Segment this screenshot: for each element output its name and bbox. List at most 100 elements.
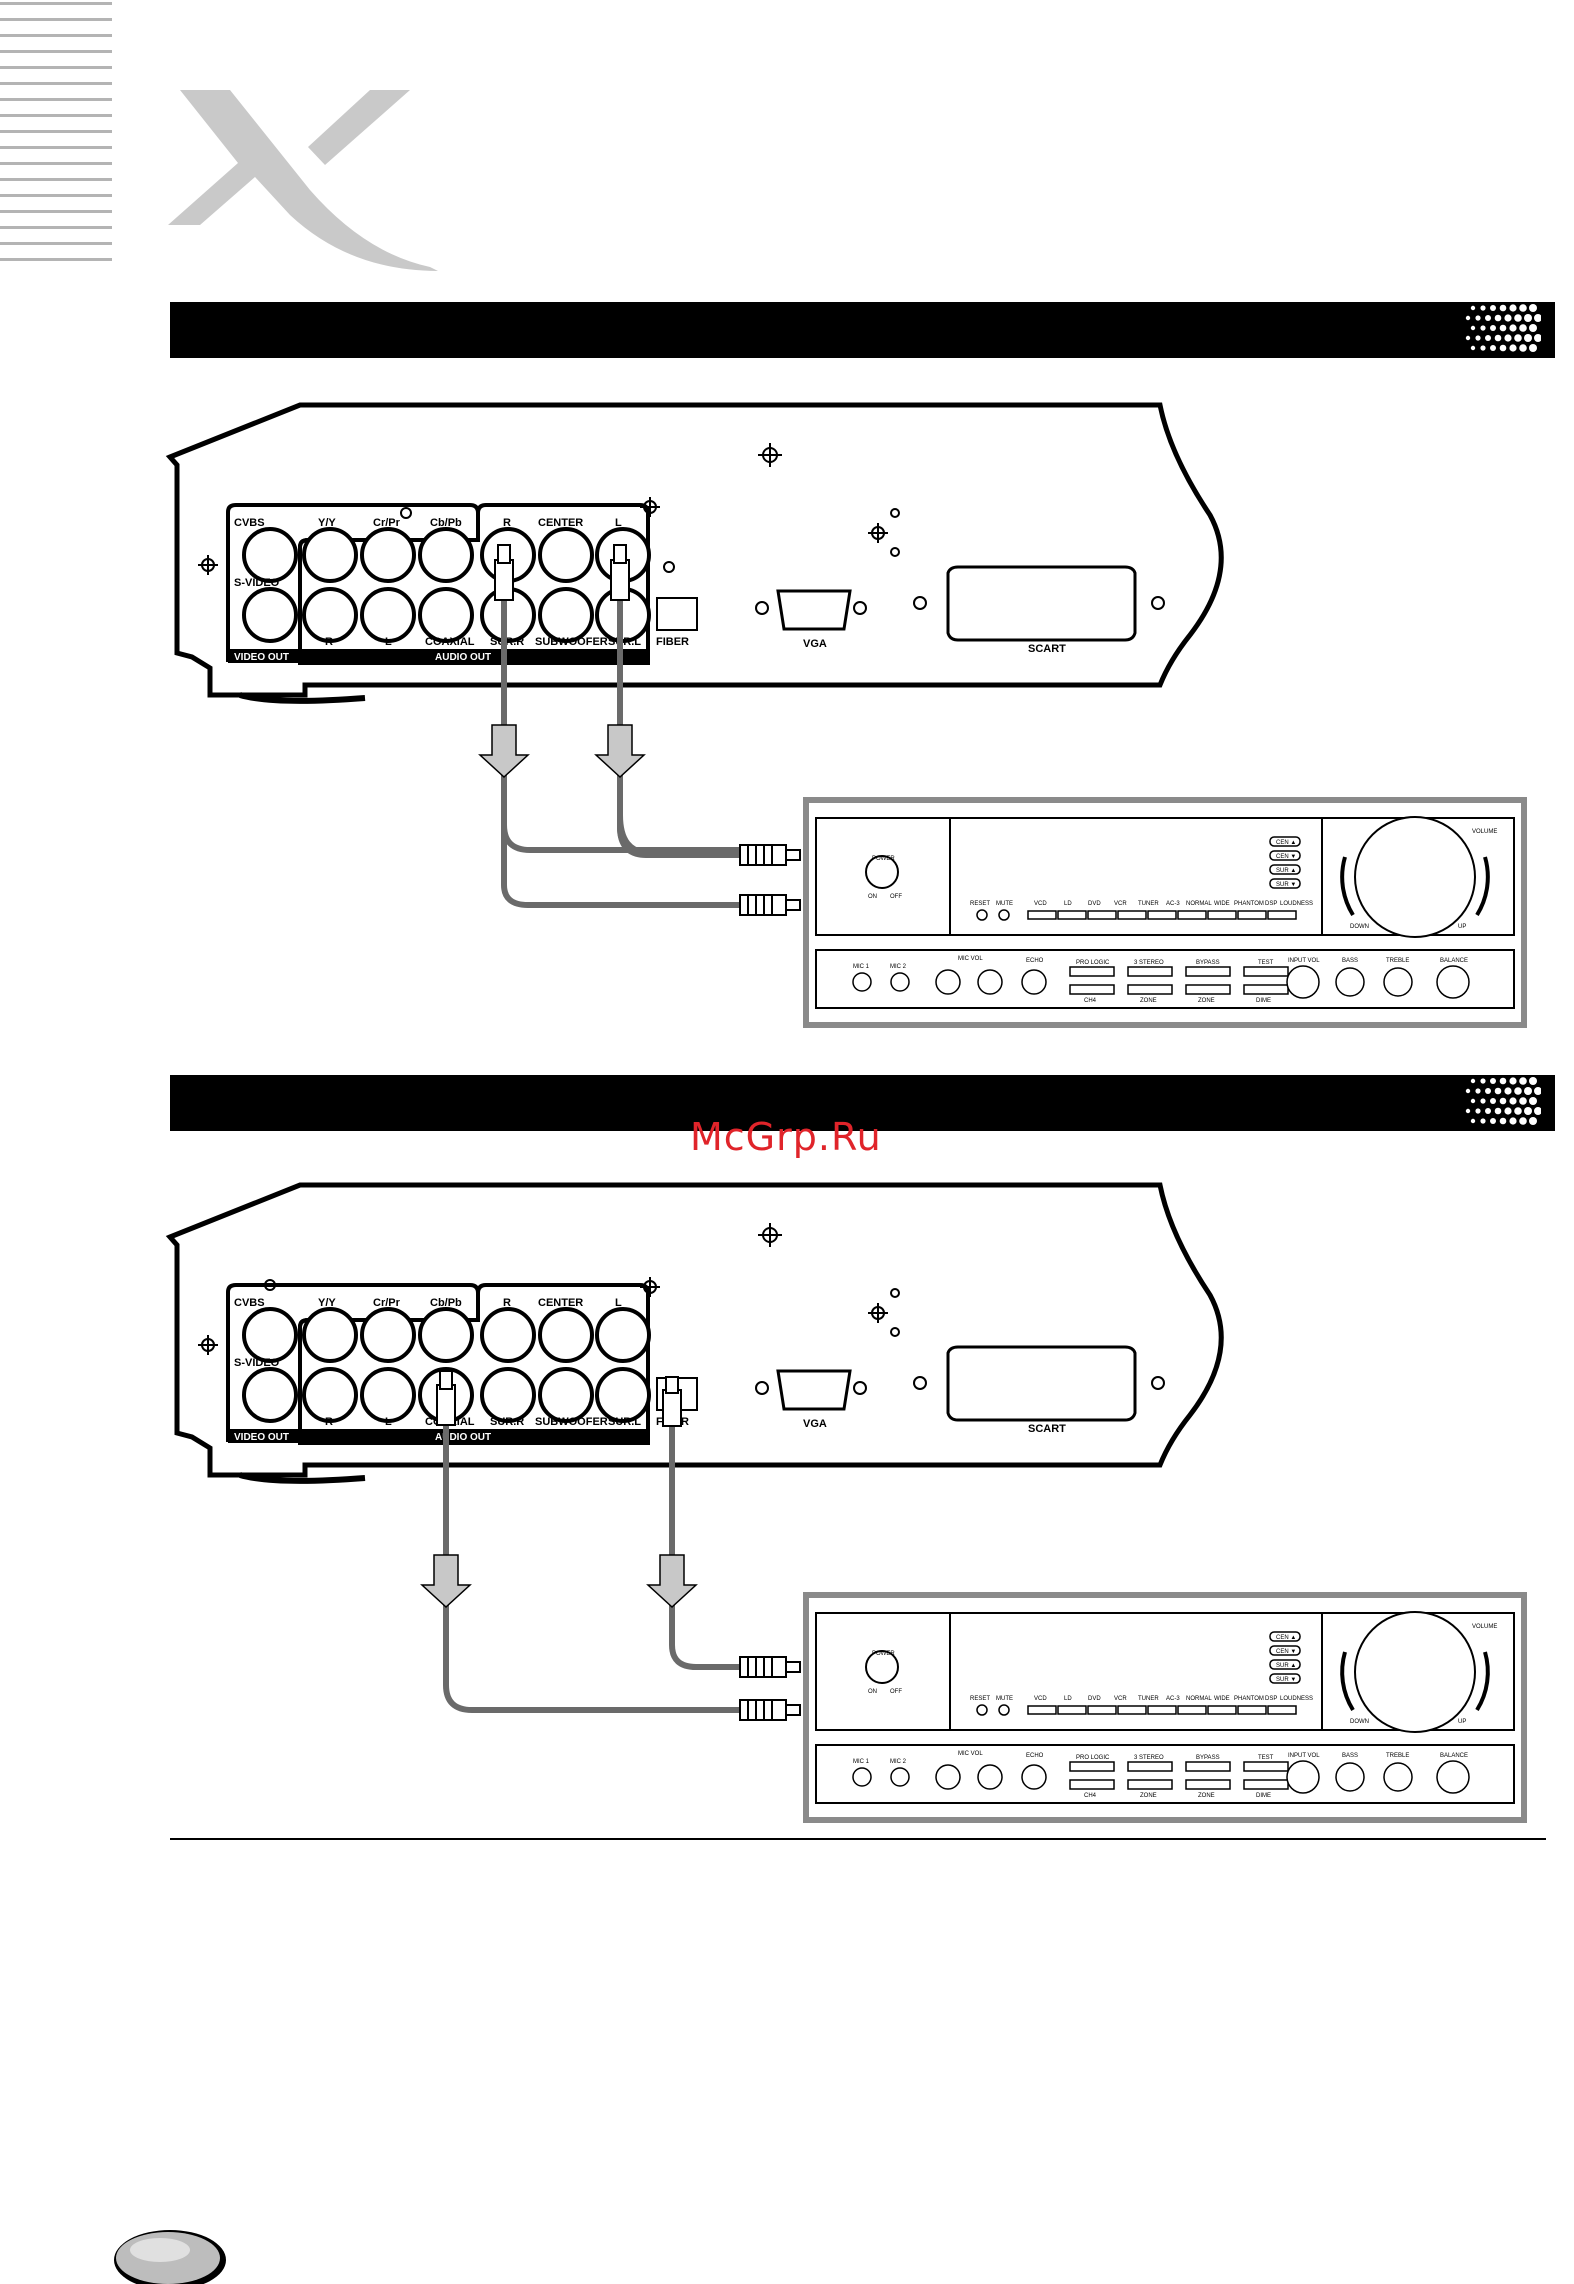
- amp-input-10: PHANTOM: [1234, 1696, 1264, 1702]
- cable-right: [617, 595, 750, 858]
- amp-up-label: UP: [1458, 924, 1466, 930]
- label-vga: VGA: [803, 1418, 827, 1430]
- margin-stripes: [0, 2, 112, 261]
- amp-input-3: LD: [1064, 901, 1072, 907]
- amp-mode-top-3: TEST: [1258, 960, 1274, 966]
- amp-echo: ECHO: [1026, 1753, 1044, 1759]
- amp-input-4: DVD: [1088, 1696, 1101, 1702]
- brand-x-logo: [168, 90, 438, 271]
- label-vga: VGA: [803, 638, 827, 650]
- amp-mode-top-0: PRO LOGIC: [1076, 1755, 1110, 1761]
- label-r: R: [325, 636, 333, 648]
- amp-input-9: WIDE: [1214, 901, 1230, 907]
- section-header-bar-1: [170, 302, 1555, 358]
- label-r-top: R: [503, 1297, 511, 1309]
- amp-level-2: SUR ▲: [1276, 868, 1296, 874]
- label-surr: SUR.R: [490, 636, 524, 648]
- amp-mode-bottom-0: CH4: [1084, 998, 1097, 1004]
- amp-knob-1: BASS: [1342, 1753, 1358, 1759]
- amp-mode-top-3: TEST: [1258, 1755, 1274, 1761]
- halftone-dots: [1465, 1077, 1541, 1125]
- page-number-tab: [114, 2230, 226, 2284]
- label-audio-out: AUDIO OUT: [435, 1432, 491, 1443]
- audio-jack-group: [298, 1283, 650, 1445]
- amp-input-5: VCR: [1114, 1696, 1127, 1702]
- amp-mic2: MIC 2: [890, 964, 907, 970]
- label-yy: Y/Y: [318, 517, 336, 529]
- label-l-top: L: [615, 517, 622, 529]
- amp-plugs-1: [739, 844, 801, 916]
- amp-input-1: MUTE: [996, 901, 1013, 907]
- label-cbpb: Cb/Pb: [430, 517, 462, 529]
- amp-off-label: OFF: [890, 1689, 902, 1695]
- connection-diagram-digital: CVBS Y/Y Cr/Pr Cb/Pb S-VIDEO R CENTER L …: [165, 1182, 1527, 1823]
- amp-input-5: VCR: [1114, 901, 1127, 907]
- amp-input-12: LOUDNESS: [1280, 901, 1313, 907]
- amp-mic-vol: MIC VOL: [958, 1751, 983, 1757]
- amp-knob-3: BALANCE: [1440, 958, 1468, 964]
- arrows-1: [478, 724, 646, 779]
- label-video-out: VIDEO OUT: [234, 652, 289, 663]
- amp-mic2: MIC 2: [890, 1759, 907, 1765]
- amp-mic1: MIC 1: [853, 1759, 870, 1765]
- amp-mode-top-2: BYPASS: [1196, 960, 1220, 966]
- amp-input-6: TUNER: [1138, 1696, 1159, 1702]
- amp-mode-bottom-1: ZONE: [1140, 1793, 1157, 1799]
- label-r: R: [325, 1416, 333, 1428]
- bottom-rule: [170, 1838, 1546, 1840]
- label-crpr: Cr/Pr: [373, 1297, 401, 1309]
- amplifier-1: POWER ON OFF VOLUME DOWN UP CEN ▲ CEN ▼ …: [803, 797, 1527, 1028]
- amp-mode-bottom-3: DIME: [1256, 998, 1271, 1004]
- amp-level-3: SUR ▼: [1276, 882, 1296, 888]
- label-cvbs: CVBS: [234, 517, 265, 529]
- label-center: CENTER: [538, 1297, 583, 1309]
- amp-knob-1: BASS: [1342, 958, 1358, 964]
- label-subwoofer: SUBWOOFER: [535, 636, 608, 648]
- amp-input-0: RESET: [970, 901, 990, 907]
- label-crpr: Cr/Pr: [373, 517, 401, 529]
- label-l-top: L: [615, 1297, 622, 1309]
- label-scart: SCART: [1028, 1423, 1066, 1435]
- label-audio-out: AUDIO OUT: [435, 652, 491, 663]
- amp-down-label: DOWN: [1350, 1719, 1369, 1725]
- amp-mode-bottom-1: ZONE: [1140, 998, 1157, 1004]
- label-center: CENTER: [538, 517, 583, 529]
- amp-volume-label: VOLUME: [1472, 1624, 1497, 1630]
- label-l: L: [385, 636, 392, 648]
- amp-level-1: CEN ▼: [1276, 854, 1296, 860]
- cable-left: [501, 595, 750, 908]
- amp-mode-top-1: 3 STEREO: [1134, 1755, 1164, 1761]
- halftone-dots: [1465, 304, 1541, 352]
- label-video-out: VIDEO OUT: [234, 1432, 289, 1443]
- amp-mode-top-2: BYPASS: [1196, 1755, 1220, 1761]
- amp-power-label: POWER: [872, 1651, 895, 1657]
- label-coaxial: COAXIAL: [425, 636, 475, 648]
- jack-circles: [242, 527, 651, 643]
- volume-knob: [1354, 816, 1476, 938]
- amp-input-8: NORMAL: [1186, 901, 1212, 907]
- player-labels-1: CVBS Y/Y Cr/Pr Cb/Pb S-VIDEO R CENTER L …: [234, 517, 1066, 655]
- amp-off-label: OFF: [890, 894, 902, 900]
- label-subwoofer: SUBWOOFER: [535, 1416, 608, 1428]
- label-fiber: FIBER: [656, 636, 689, 648]
- label-r-top: R: [503, 517, 511, 529]
- amp-mode-top-0: PRO LOGIC: [1076, 960, 1110, 966]
- amp-level-1: CEN ▼: [1276, 1649, 1296, 1655]
- arrows-2: [420, 1554, 698, 1609]
- amp-knob-3: BALANCE: [1440, 1753, 1468, 1759]
- amp-input-7: AC-3: [1166, 1696, 1180, 1702]
- volume-knob: [1354, 1611, 1476, 1733]
- player-screws: [198, 443, 1165, 615]
- connection-diagram-analog: CVBS Y/Y Cr/Pr Cb/Pb S-VIDEO R CENTER L …: [165, 402, 1527, 1028]
- amp-up-label: UP: [1458, 1719, 1466, 1725]
- power-button: [865, 1650, 899, 1684]
- label-cbpb: Cb/Pb: [430, 1297, 462, 1309]
- amp-level-3: SUR ▼: [1276, 1677, 1296, 1683]
- label-surl: SUR.L: [608, 636, 641, 648]
- scart-port: [946, 1345, 1137, 1422]
- amp-input-0: RESET: [970, 1696, 990, 1702]
- label-surl: SUR.L: [608, 1416, 641, 1428]
- amp-knob-0: INPUT VOL: [1288, 1753, 1320, 1759]
- label-yy: Y/Y: [318, 1297, 336, 1309]
- amp-mode-bottom-0: CH4: [1084, 1793, 1097, 1799]
